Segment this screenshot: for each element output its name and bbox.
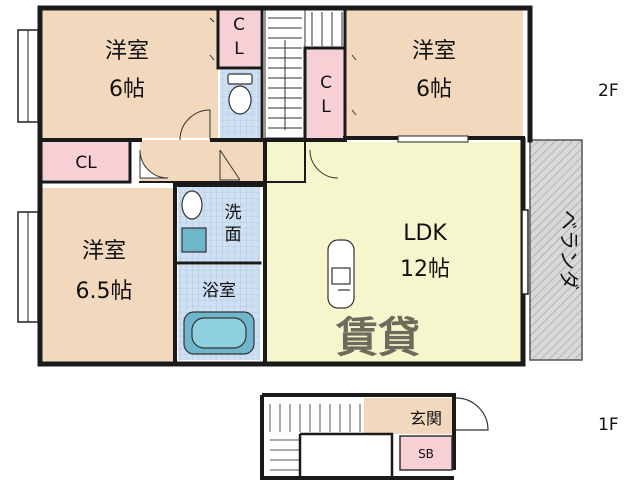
closet-top-label-1: C [233, 15, 245, 35]
entrance-label: 玄関 [410, 409, 442, 428]
closet-west-label: CL [75, 153, 97, 173]
bathtub-icon [183, 311, 255, 355]
room-label-nw-name: 洋室 [105, 39, 149, 64]
closet-mid-label-2: L [321, 97, 331, 117]
watermark: 賃貸 [335, 313, 420, 362]
floor-label-2f: 2F [598, 81, 619, 101]
door-swing-icon [139, 17, 357, 181]
veranda [529, 139, 583, 361]
shoebox-label: SB [418, 447, 434, 461]
room-label-ne-name: 洋室 [412, 39, 456, 64]
western-room-ne [345, 10, 523, 138]
ldk-label-name: LDK [403, 221, 447, 246]
stairs-icon [264, 9, 346, 139]
toilet-icon [227, 73, 253, 115]
room-label-nw-size: 6帖 [109, 77, 145, 102]
ldk-room [265, 142, 523, 362]
closet-top-label-2: L [234, 39, 244, 59]
western-room-sw [40, 188, 175, 362]
veranda-label: ベランダ [557, 210, 581, 290]
room-label-sw-name: 洋室 [82, 239, 126, 264]
window-icon [17, 29, 529, 323]
western-room-nw [40, 10, 218, 138]
closet-west [42, 142, 130, 180]
stairs-1f [260, 393, 489, 480]
kitchen-counter-icon [327, 239, 355, 309]
ldk-label-size: 12帖 [400, 257, 450, 282]
room-label-ne-size: 6帖 [416, 77, 452, 102]
closet-mid-label-1: C [320, 73, 332, 93]
room-label-sw-size: 6.5帖 [76, 279, 133, 304]
floor-label-1f: 1F [598, 415, 619, 435]
washroom-label-2: 面 [225, 225, 242, 245]
bathroom-label: 浴室 [202, 281, 236, 301]
washbasin-icon [181, 190, 207, 253]
closet-mid [305, 48, 347, 138]
washroom-label-1: 洗 [225, 203, 242, 223]
closet-top [218, 10, 260, 68]
